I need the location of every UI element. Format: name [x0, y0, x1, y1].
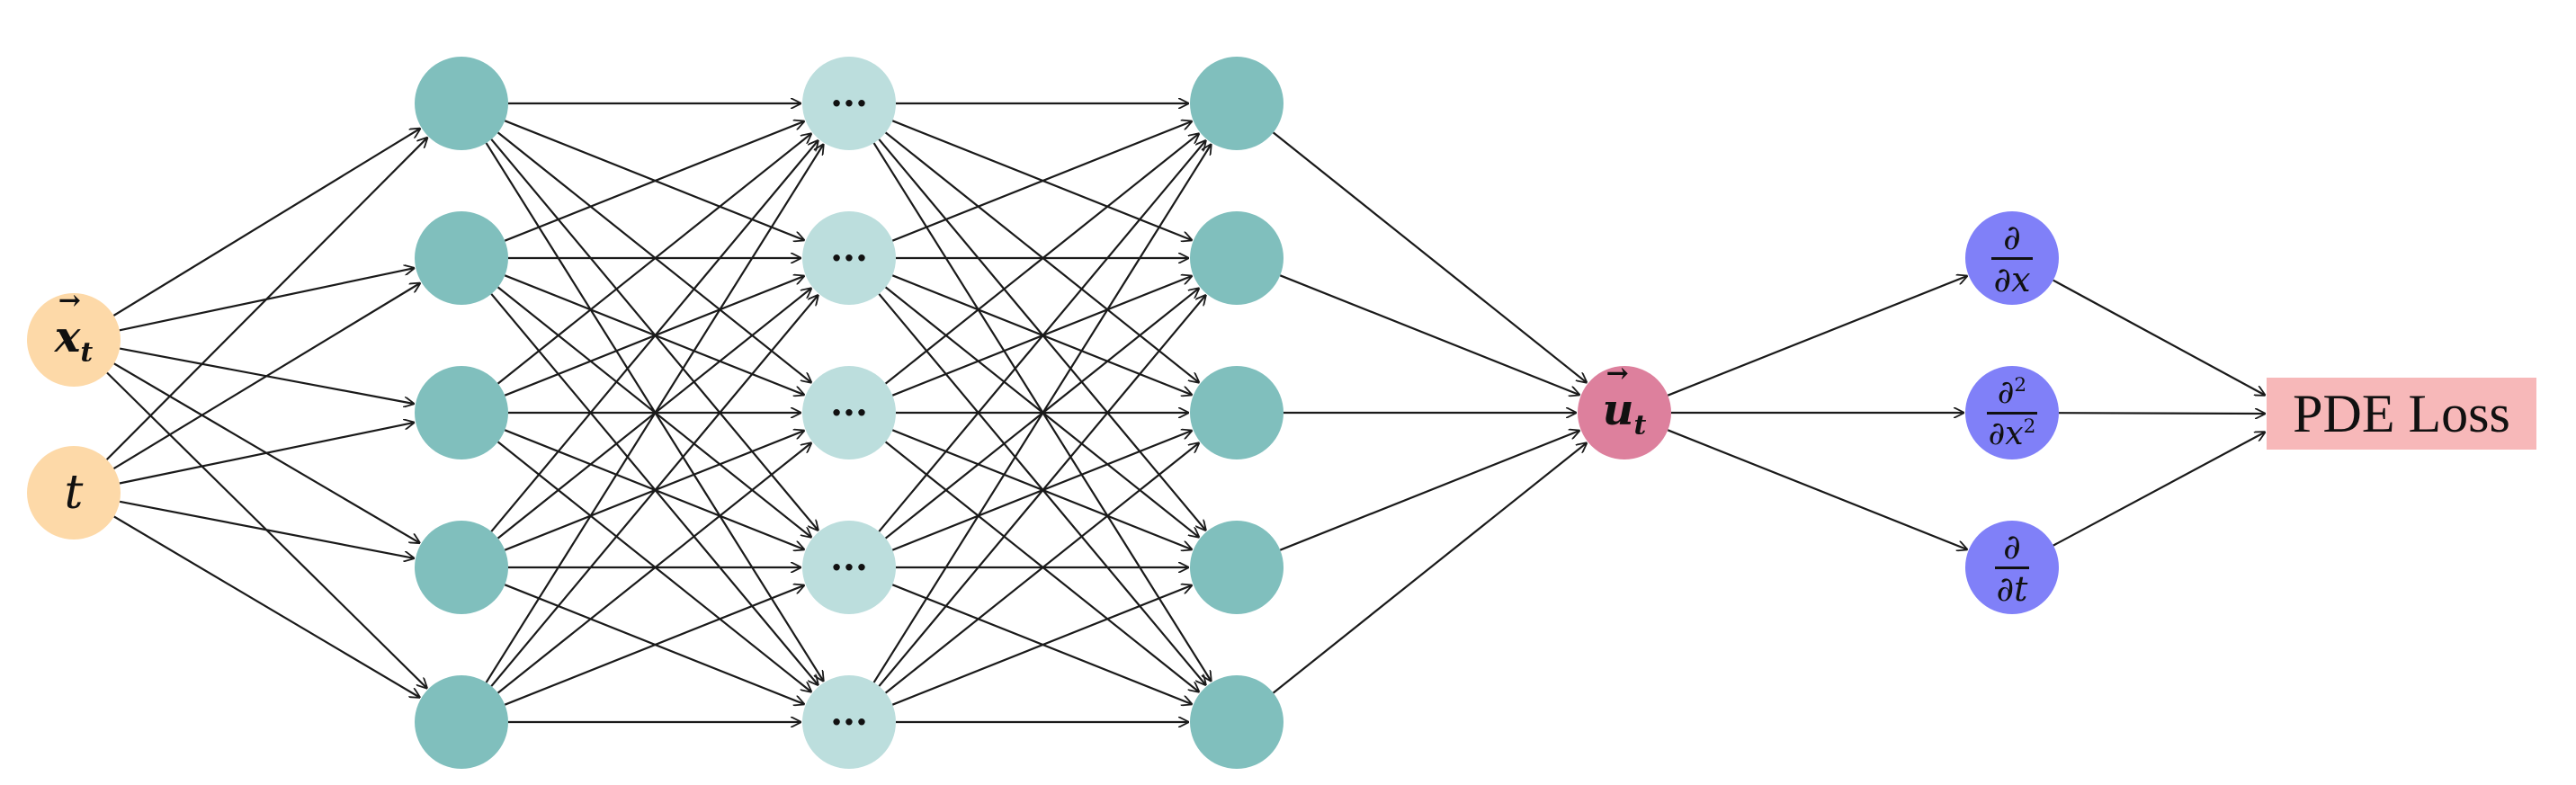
hidden3-node	[1190, 366, 1284, 459]
hidden3-node	[1190, 521, 1284, 614]
edge-hidden2-hidden3	[891, 585, 1192, 706]
edge-input-hidden1	[112, 129, 420, 317]
hidden2-node: ···	[802, 521, 896, 614]
pde-loss-box: PDE Loss	[2267, 378, 2536, 450]
hidden1-node	[415, 675, 508, 769]
input-node-x: → xt	[27, 285, 121, 387]
edge-hidden2-hidden3	[878, 295, 1205, 687]
edge-derivative-loss	[2058, 413, 2265, 414]
edge-hidden2-hidden3	[872, 145, 1212, 683]
hidden2-node: ···	[802, 57, 896, 150]
edge-hidden1-hidden2	[496, 134, 811, 385]
edge-hidden1-hidden2	[504, 585, 804, 706]
edge-hidden3-output	[1272, 443, 1587, 694]
vector-arrow-icon: →	[1606, 357, 1629, 389]
edge-hidden3-output	[1279, 431, 1579, 551]
hidden3-node	[1190, 675, 1284, 769]
edge-hidden2-hidden3	[878, 140, 1205, 532]
edge-hidden1-hidden2	[504, 121, 804, 242]
edge-hidden2-hidden3	[884, 443, 1199, 694]
hidden3-node	[1190, 57, 1284, 150]
hidden2-node: ···	[802, 366, 896, 459]
edge-hidden1-hidden2	[490, 140, 818, 532]
output-node-u: → ut	[1578, 358, 1671, 459]
hidden3-node	[1190, 211, 1284, 305]
edge-hidden1-hidden2	[485, 145, 824, 683]
derivative-node-dt: ∂∂t	[1965, 521, 2059, 614]
derivative-node-dx: ∂∂x	[1965, 211, 2059, 305]
hidden1-node	[415, 57, 508, 150]
hidden2-node: ···	[802, 211, 896, 305]
edge-hidden1-hidden2	[496, 443, 811, 694]
edge-input-hidden1	[119, 500, 414, 558]
input-node-t: t	[27, 446, 121, 540]
hidden1-node	[415, 521, 508, 614]
edge-input-hidden1	[119, 423, 414, 485]
edge-derivative-loss	[2053, 433, 2265, 547]
edge-hidden3-output	[1272, 131, 1587, 382]
edge-hidden3-output	[1279, 274, 1579, 395]
edge-hidden2-hidden3	[891, 121, 1192, 242]
edge-hidden2-hidden3	[884, 134, 1199, 385]
hidden2-node: ···	[802, 675, 896, 769]
edge-output-derivative	[1667, 276, 1967, 397]
edge-derivative-loss	[2053, 279, 2265, 396]
edge-input-hidden1	[113, 515, 420, 698]
derivative-node-dx2: ∂2∂x2	[1965, 366, 2059, 459]
hidden1-node	[415, 366, 508, 459]
edge-input-hidden1	[105, 138, 427, 460]
edge-hidden1-hidden2	[490, 295, 818, 687]
vector-arrow-icon: →	[58, 284, 81, 317]
edge-output-derivative	[1667, 429, 1967, 549]
edge-input-hidden1	[112, 283, 420, 470]
hidden1-node	[415, 211, 508, 305]
